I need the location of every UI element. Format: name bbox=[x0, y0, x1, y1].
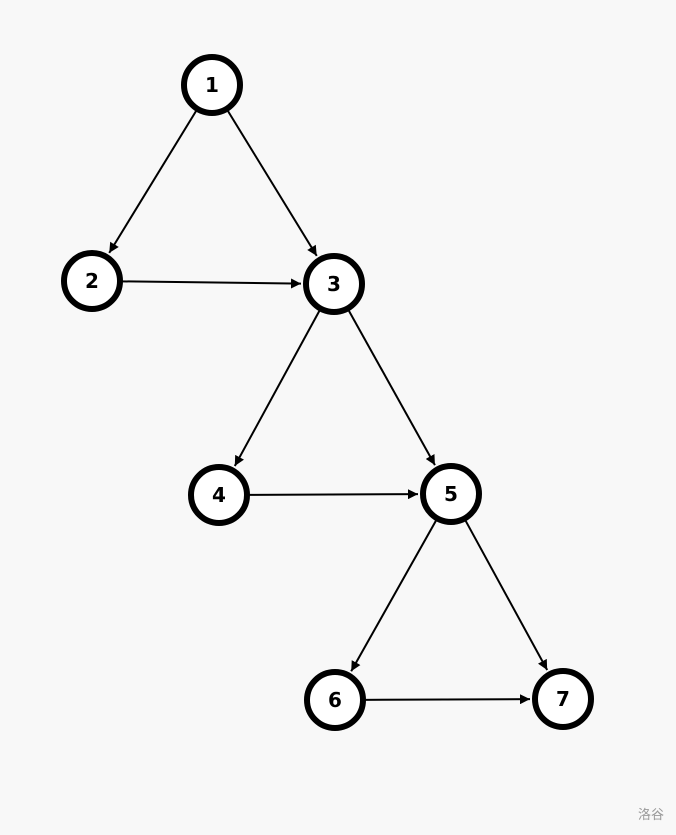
node-label-2: 2 bbox=[85, 269, 99, 293]
node-label-7: 7 bbox=[556, 687, 570, 711]
edge-4-to-5 bbox=[247, 489, 419, 500]
edge-3-to-5 bbox=[347, 308, 436, 466]
node-circle-5 bbox=[420, 463, 482, 525]
node-circle-2 bbox=[61, 250, 123, 312]
node-circle-1 bbox=[181, 54, 243, 116]
node-2: 2 bbox=[61, 250, 123, 312]
edge-5-to-7 bbox=[464, 518, 549, 671]
nodes-layer: 1 2 3 4 5 6 7 bbox=[61, 54, 594, 731]
edge-1-to-2 bbox=[108, 109, 198, 254]
node-4: 4 bbox=[188, 464, 250, 526]
edge-1-to-3 bbox=[226, 109, 318, 257]
watermark-text: 洛谷 bbox=[637, 808, 664, 823]
node-label-3: 3 bbox=[327, 272, 341, 296]
node-circle-6 bbox=[304, 669, 366, 731]
node-3: 3 bbox=[303, 253, 365, 315]
edges-layer bbox=[108, 109, 549, 705]
node-circle-3 bbox=[303, 253, 365, 315]
node-circle-4 bbox=[188, 464, 250, 526]
node-5: 5 bbox=[420, 463, 482, 525]
edge-3-to-4 bbox=[233, 308, 321, 467]
edge-5-to-6 bbox=[350, 518, 438, 672]
edge-2-to-3 bbox=[120, 278, 302, 289]
node-label-4: 4 bbox=[212, 483, 226, 507]
node-label-1: 1 bbox=[205, 73, 219, 97]
node-7: 7 bbox=[532, 668, 594, 730]
edge-6-to-7 bbox=[363, 694, 531, 705]
node-6: 6 bbox=[304, 669, 366, 731]
node-label-5: 5 bbox=[444, 482, 458, 506]
node-1: 1 bbox=[181, 54, 243, 116]
node-label-6: 6 bbox=[328, 688, 342, 712]
node-circle-7 bbox=[532, 668, 594, 730]
